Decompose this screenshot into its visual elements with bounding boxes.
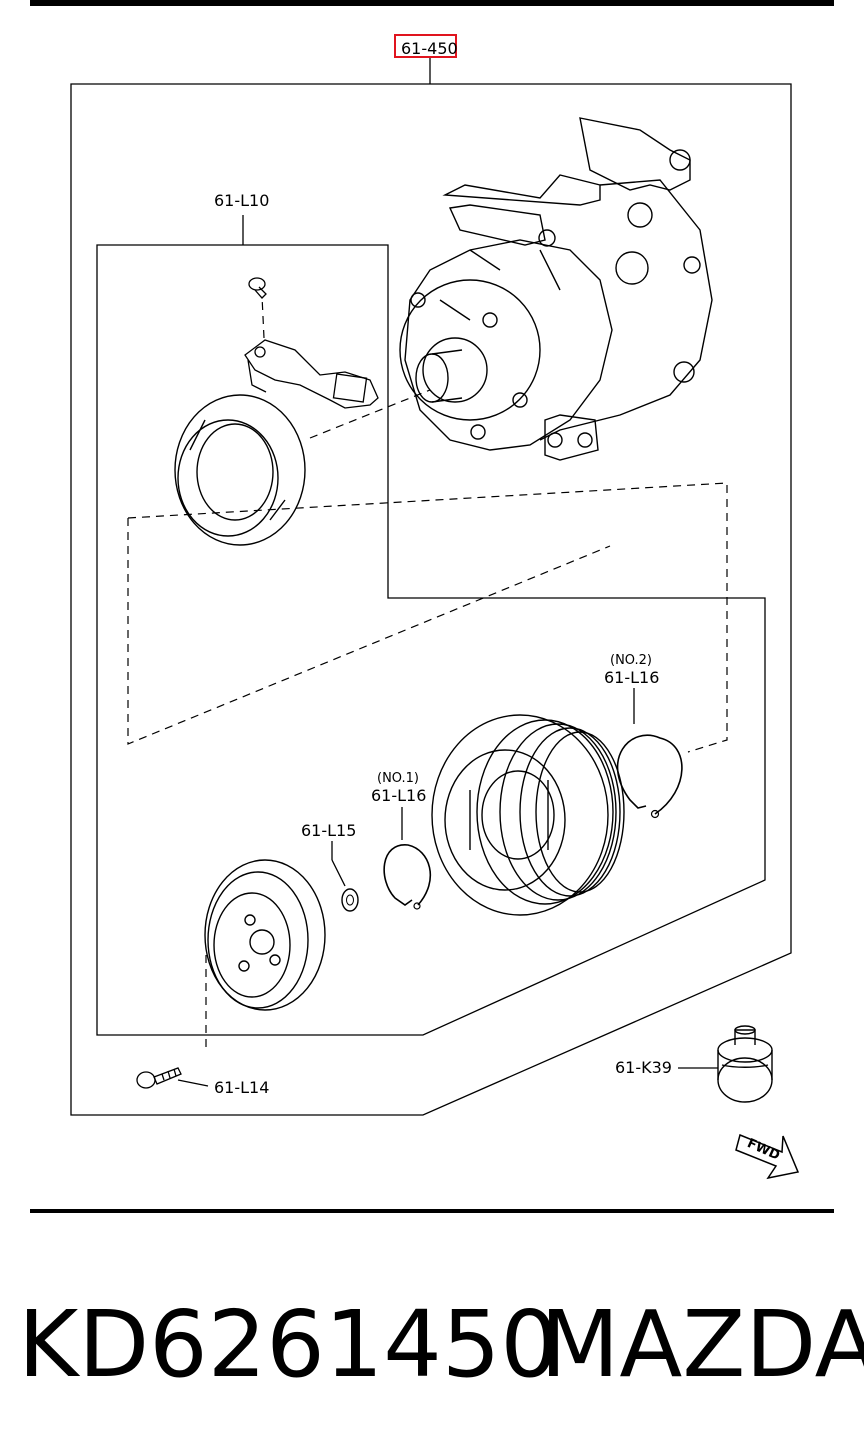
- part-number: KD6261450: [18, 1291, 559, 1398]
- label-l16-no2-qualifier: (NO.2): [610, 653, 652, 668]
- pressure-plate: [204, 859, 326, 1011]
- label-l16-no1-qualifier: (NO.1): [377, 771, 419, 786]
- snap-ring-no2: [616, 734, 683, 815]
- label-l10: 61-L10: [214, 191, 269, 210]
- fwd-arrow-icon: [735, 1133, 800, 1180]
- clutch-subassembly-frame: [96, 244, 766, 1036]
- bottom-rule: [30, 1209, 834, 1213]
- cap-k39: [717, 1025, 773, 1103]
- snap-ring-no1: [383, 844, 432, 906]
- brand-name: MAZDA: [540, 1291, 864, 1398]
- outer-assembly-frame: [70, 83, 792, 1116]
- main-part-highlight: [394, 34, 457, 58]
- harness-connector: [244, 339, 379, 409]
- footer: KD6261450 MAZDA: [0, 1290, 864, 1400]
- parts-diagram: 61-450 61-L10 (NO.2) 61-L16 (NO.1) 61-L1…: [70, 34, 800, 1180]
- compressor-body: [399, 117, 713, 461]
- alignment-dashed-loop: [127, 482, 728, 753]
- field-coil: [174, 394, 306, 546]
- pulley: [431, 714, 625, 916]
- label-fwd: FWD: [745, 1136, 782, 1164]
- washer: [341, 888, 359, 912]
- label-main-part: 61-450: [401, 39, 458, 58]
- bolt: [136, 1067, 182, 1089]
- screw-small: [248, 277, 267, 299]
- label-l14: 61-L14: [214, 1078, 269, 1097]
- label-l16-no1: 61-L16: [371, 786, 426, 805]
- label-k39: 61-K39: [615, 1058, 672, 1077]
- label-l16-no2: 61-L16: [604, 668, 659, 687]
- top-rule: [30, 0, 834, 6]
- label-l15: 61-L15: [301, 821, 356, 840]
